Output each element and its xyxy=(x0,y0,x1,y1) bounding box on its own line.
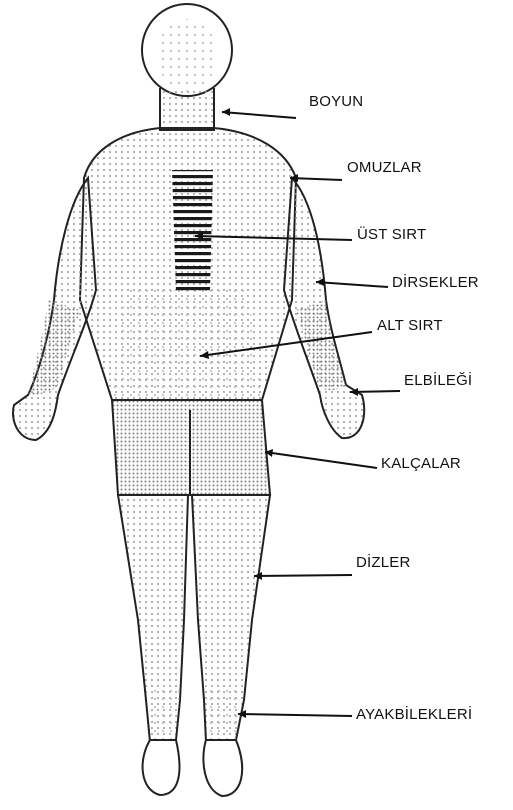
pointer-neck xyxy=(222,112,296,118)
pointer-elbows xyxy=(316,282,388,287)
label-elbilegi: ELBİLEĞİ xyxy=(404,372,472,390)
label-dirsekler: DİRSEKLER xyxy=(392,274,479,292)
pointer-knees xyxy=(254,575,352,576)
right-leg xyxy=(192,495,270,796)
label-dizler: DİZLER xyxy=(356,554,411,572)
upper-back-hatch xyxy=(172,170,213,292)
arrowhead-neck xyxy=(222,108,230,116)
label-alt-sirt: ALT SIRT xyxy=(377,317,443,335)
pointer-hips xyxy=(265,452,377,468)
label-boyun: BOYUN xyxy=(309,93,363,111)
pointer-ankles xyxy=(238,714,352,716)
right-arm xyxy=(284,178,364,438)
hips xyxy=(112,400,270,495)
neck xyxy=(160,88,214,130)
label-kalcalar: KALÇALAR xyxy=(381,455,461,473)
label-ayakbilekleri: AYAKBİLEKLERİ xyxy=(356,706,472,724)
label-ust-sirt: ÜST SIRT xyxy=(357,226,426,244)
label-omuzlar: OMUZLAR xyxy=(347,159,422,177)
left-arm xyxy=(13,178,96,440)
left-leg xyxy=(118,495,188,795)
head xyxy=(142,4,232,96)
